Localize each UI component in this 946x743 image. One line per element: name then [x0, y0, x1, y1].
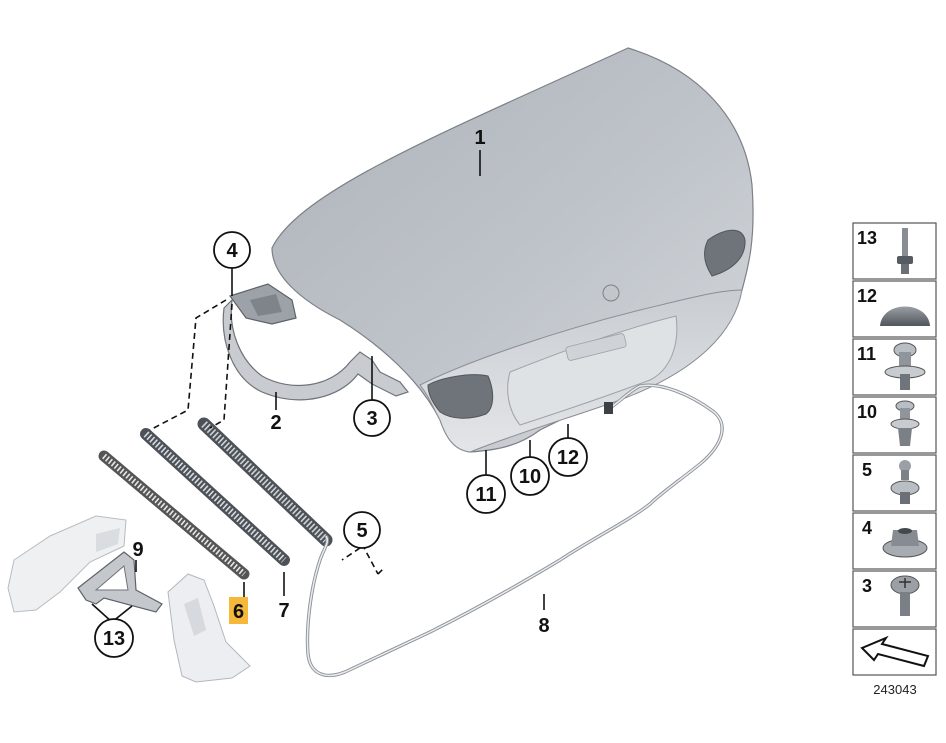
callout-3: 3	[366, 408, 377, 430]
legend-label-5: 5	[862, 460, 872, 480]
clip-icon	[890, 460, 920, 504]
legend-label-10: 10	[857, 402, 877, 422]
expanding-clip-icon	[884, 342, 926, 390]
cable-end-fitting	[604, 402, 613, 414]
callout-13: 13	[103, 628, 125, 650]
callout-7: 7	[278, 600, 289, 622]
callout-4: 4	[226, 240, 238, 262]
callout-5: 5	[356, 520, 367, 542]
trunk-lid	[271, 47, 754, 453]
callout-6: 6	[233, 601, 244, 623]
callout-circle-12	[548, 437, 588, 477]
direction-arrow-icon	[860, 635, 930, 668]
callout-circle-4	[213, 231, 251, 269]
legend-cell-5	[852, 454, 937, 512]
triangle-bracket	[77, 551, 163, 613]
spring-left	[98, 450, 250, 580]
callout-6-highlight	[229, 597, 248, 624]
callout-9: 9	[132, 539, 143, 561]
legend-label-4: 4	[862, 518, 872, 538]
callout-1: 1	[474, 127, 485, 149]
spring-right	[197, 417, 333, 547]
callout-8: 8	[538, 615, 549, 637]
fastener-legend: 13 12 11 10 5	[852, 222, 937, 697]
rivet-icon	[897, 228, 913, 274]
callout-10: 10	[519, 466, 541, 488]
push-clip-icon	[890, 400, 920, 446]
legend-label-11: 11	[857, 344, 876, 364]
leader-lines	[91, 150, 569, 623]
callout-circle-10	[510, 456, 550, 496]
callout-12: 12	[557, 447, 579, 469]
callout-circle-3	[353, 399, 391, 437]
legend-label-13: 13	[857, 228, 877, 248]
trunk-lid-hinge	[222, 283, 410, 401]
callout-2: 2	[270, 412, 281, 434]
callout-circle-5	[343, 511, 381, 549]
spring-middle	[140, 428, 290, 566]
left-bracket	[7, 515, 127, 613]
legend-label-12: 12	[857, 286, 877, 306]
callout-circle-11	[466, 474, 506, 514]
screw-icon	[890, 575, 920, 616]
callouts: 1 4 2 3 5 6 7 8 9 13 11 10 12	[94, 127, 588, 658]
cap-nut-icon	[880, 306, 930, 326]
flange-nut-icon	[882, 528, 928, 558]
legend-label-3: 3	[862, 576, 872, 596]
callout-circle-13	[94, 618, 134, 658]
legend-cell-13	[852, 222, 937, 280]
callout-11: 11	[475, 484, 496, 506]
pillar-bracket	[167, 573, 251, 683]
reference-number: 243043	[873, 682, 916, 697]
